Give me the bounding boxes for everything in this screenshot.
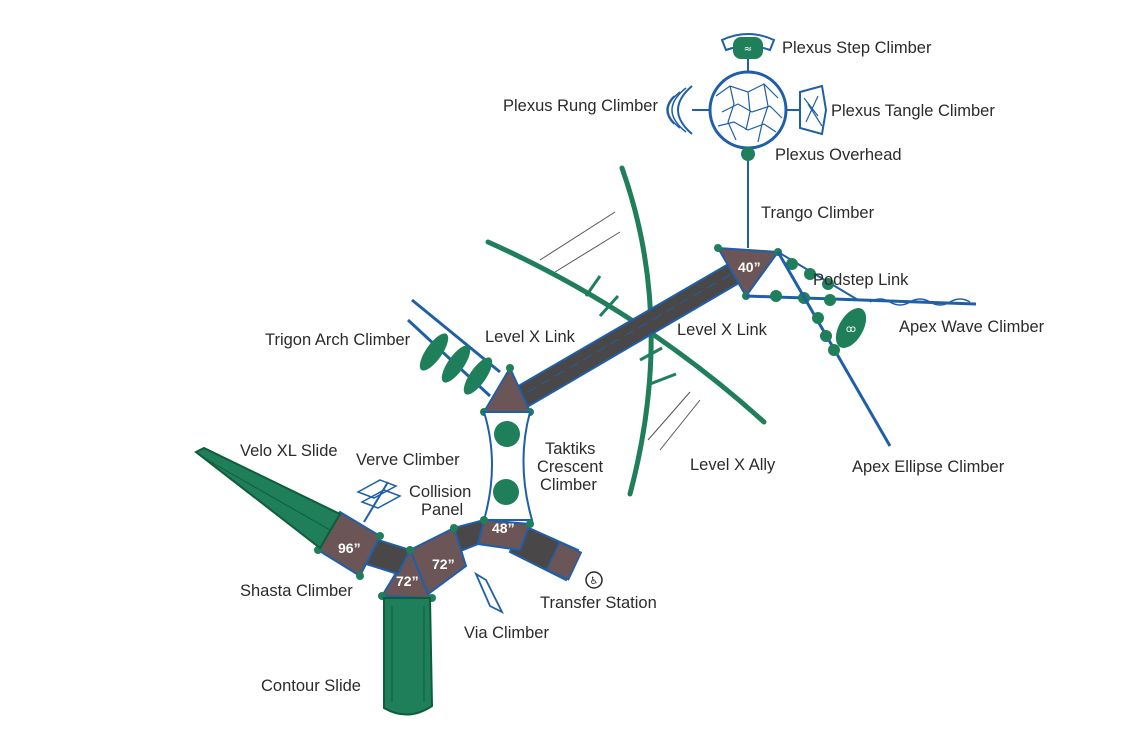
plexus-ring — [708, 70, 788, 150]
label-transfer: Transfer Station — [540, 594, 657, 612]
via-climber — [474, 571, 505, 615]
label-plexus-rung: Plexus Rung Climber — [503, 97, 658, 115]
plexus-step-climber: ≈ — [720, 33, 776, 72]
deck-72b-label: 72” — [396, 573, 419, 589]
label-verve: Verve Climber — [356, 451, 460, 469]
label-taktiks-3: Climber — [540, 476, 597, 494]
label-level-x-ally: Level X Ally — [690, 456, 776, 474]
label-level-x-link-right: Level X Link — [677, 321, 768, 339]
trigon-arch-climber — [406, 298, 501, 398]
lower-decks — [314, 510, 583, 602]
taktiks-crescent-climber — [482, 411, 534, 521]
svg-text:≈: ≈ — [744, 44, 752, 55]
label-taktiks-2: Crescent — [537, 458, 603, 476]
plexus-rung-climber — [666, 85, 710, 135]
label-apex-wave: Apex Wave Climber — [899, 318, 1045, 336]
plexus-overhead — [741, 147, 755, 248]
svg-text:ꝏ: ꝏ — [846, 324, 856, 335]
deck-72a-label: 72” — [432, 556, 455, 572]
label-plexus-overhead: Plexus Overhead — [775, 146, 902, 164]
contour-slide — [383, 597, 434, 716]
label-shasta: Shasta Climber — [240, 582, 353, 600]
svg-text:♿: ♿ — [590, 576, 599, 587]
label-velo: Velo XL Slide — [240, 442, 338, 460]
plexus-tangle-climber — [786, 84, 828, 136]
label-via: Via Climber — [464, 624, 549, 642]
deck-96-label: 96” — [338, 540, 361, 556]
wheelchair-icon: ♿ — [585, 571, 603, 589]
label-trango: Trango Climber — [761, 204, 875, 222]
apex-ellipse-climber: ꝏ — [776, 251, 892, 447]
label-collision-2: Panel — [421, 501, 463, 519]
podstep-link — [777, 251, 859, 301]
label-apex-ellipse: Apex Ellipse Climber — [852, 458, 1005, 476]
velo-xl-slide — [194, 446, 342, 550]
label-podstep: Podstep Link — [813, 271, 909, 289]
label-plexus-tangle: Plexus Tangle Climber — [831, 102, 995, 120]
label-contour: Contour Slide — [261, 677, 361, 695]
label-trigon: Trigon Arch Climber — [265, 331, 411, 349]
label-collision-1: Collision — [409, 483, 471, 501]
apex-wave-climber — [745, 290, 977, 306]
label-taktiks-1: Taktiks — [545, 440, 595, 458]
verve-climber — [356, 479, 402, 523]
label-plexus-step: Plexus Step Climber — [782, 39, 932, 57]
deck-40-label: 40” — [738, 259, 761, 275]
label-level-x-link-left: Level X Link — [485, 328, 576, 346]
deck-48-label: 48” — [492, 520, 515, 536]
